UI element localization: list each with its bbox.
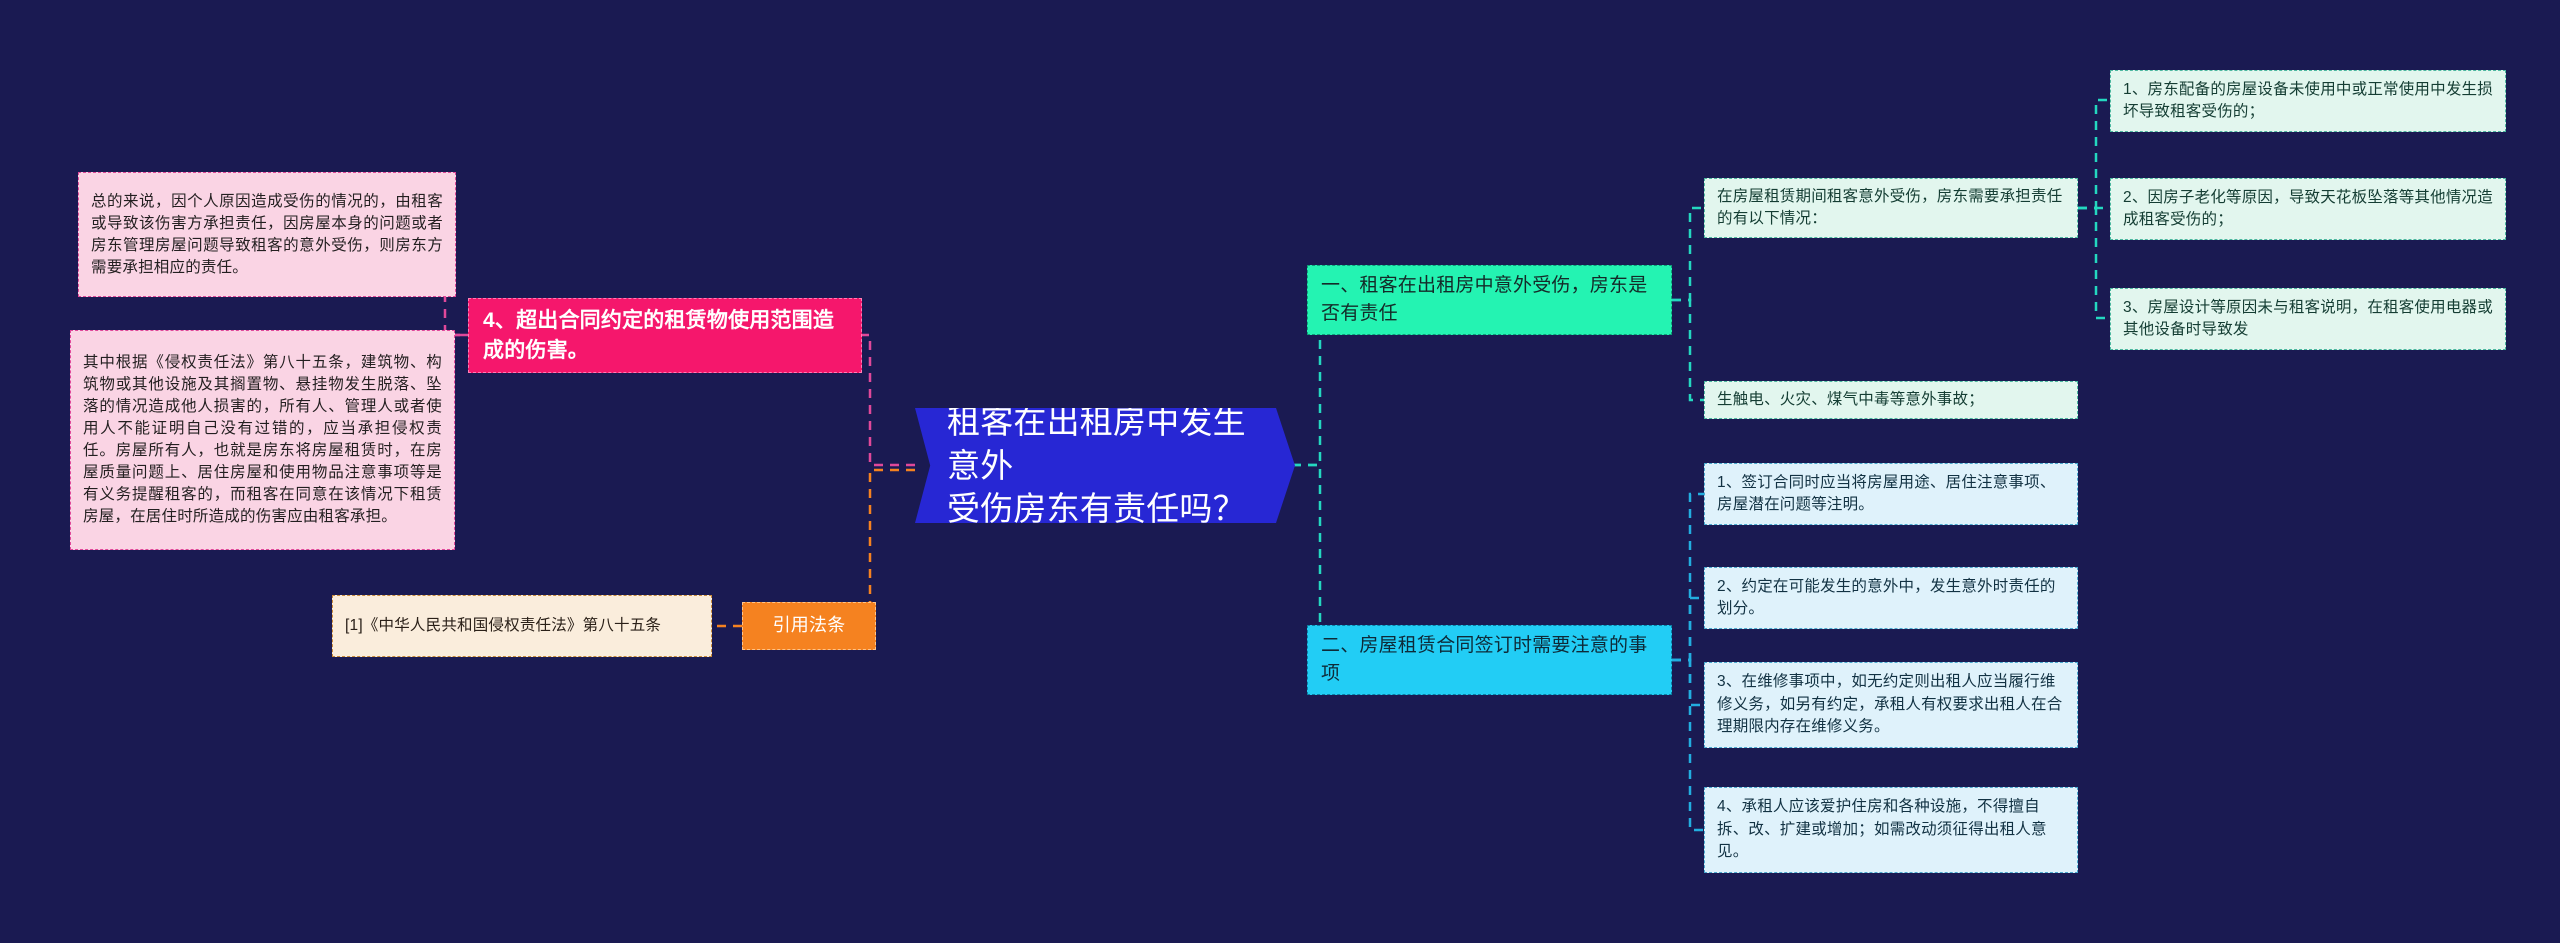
citation-text-node[interactable]: [1]《中华人民共和国侵权责任法》第八十五条 — [332, 595, 712, 657]
link-section2-children — [1672, 492, 1704, 832]
citation-label-text: 引用法条 — [772, 615, 846, 636]
section-1-label: 一、租客在出租房中意外受伤，房东是否有责任 — [1321, 275, 1648, 324]
link-root-to-citation — [868, 468, 915, 628]
sec2-item-1-label: 1、签订合同时应当将房屋用途、居住注意事项、房屋潜在问题等注明。 — [1717, 473, 2056, 513]
sec1-intro-1-node[interactable]: 1、房东配备的房屋设备未使用中或正常使用中发生损坏导致租客受伤的； — [2110, 70, 2506, 132]
sec2-item-3-node[interactable]: 3、在维修事项中，如无约定则出租人应当履行维修义务，如另有约定，承租人有权要求出… — [1704, 662, 2078, 748]
sec1-intro-2-label: 2、因房子老化等原因，导致天花板坠落等其他情况造成租客受伤的； — [2123, 188, 2493, 228]
sec1-intro-node[interactable]: 在房屋租赁期间租客意外受伤，房东需要承担责任的有以下情况： — [1704, 178, 2078, 238]
sec2-item-4-label: 4、承租人应该爱护住房和各种设施，不得擅自拆、改、扩建或增加；如需改动须征得出租… — [1717, 798, 2047, 861]
citation-text-label: [1]《中华人民共和国侵权责任法》第八十五条 — [345, 617, 662, 634]
sec1-accident-label: 生触电、火灾、煤气中毒等意外事故； — [1717, 390, 1984, 408]
sec1-intro-label: 在房屋租赁期间租客意外受伤，房东需要承担责任的有以下情况： — [1717, 187, 2063, 227]
left-summary-node[interactable]: 总的来说，因个人原因造成受伤的情况的，由租客或导致该伤害方承担责任，因房屋本身的… — [78, 172, 456, 297]
sec2-item-2-label: 2、约定在可能发生的意外中，发生意外时责任的划分。 — [1717, 577, 2056, 617]
citation-label-node[interactable]: 引用法条 — [742, 602, 876, 650]
sec2-item-3-label: 3、在维修事项中，如无约定则出租人应当履行维修义务，如另有约定，承租人有权要求出… — [1717, 673, 2063, 736]
link-sec1-intro-children — [2078, 98, 2110, 320]
sec2-item-4-node[interactable]: 4、承租人应该爱护住房和各种设施，不得擅自拆、改、扩建或增加；如需改动须征得出租… — [1704, 787, 2078, 873]
left-item-4-label: 4、超出合同约定的租赁物使用范围造成的伤害。 — [483, 309, 835, 362]
sec1-intro-2-node[interactable]: 2、因房子老化等原因，导致天花板坠落等其他情况造成租客受伤的； — [2110, 178, 2506, 240]
section-2-label: 二、房屋租赁合同签订时需要注意的事项 — [1321, 635, 1648, 684]
sec1-intro-3-node[interactable]: 3、房屋设计等原因未与租客说明，在租客使用电器或其他设备时导致发 — [2110, 288, 2506, 350]
left-law-detail-node[interactable]: 其中根据《侵权责任法》第八十五条，建筑物、构筑物或其他设施及其搁置物、悬挂物发生… — [70, 330, 455, 550]
sec1-intro-1-label: 1、房东配备的房屋设备未使用中或正常使用中发生损坏导致租客受伤的； — [2123, 80, 2493, 120]
link-root-to-right — [1292, 298, 1330, 662]
sec2-item-2-node[interactable]: 2、约定在可能发生的意外中，发生意外时责任的划分。 — [1704, 567, 2078, 629]
left-item-4-node[interactable]: 4、超出合同约定的租赁物使用范围造成的伤害。 — [468, 298, 862, 373]
sec1-intro-3-label: 3、房屋设计等原因未与租客说明，在租客使用电器或其他设备时导致发 — [2123, 298, 2493, 338]
section-1-node[interactable]: 一、租客在出租房中意外受伤，房东是否有责任 — [1307, 265, 1672, 335]
sec2-item-1-node[interactable]: 1、签订合同时应当将房屋用途、居住注意事项、房屋潜在问题等注明。 — [1704, 463, 2078, 525]
sec1-accident-node[interactable]: 生触电、火灾、煤气中毒等意外事故； — [1704, 381, 2078, 419]
root-node[interactable]: 租客在出租房中发生意外 受伤房东有责任吗？ — [915, 408, 1295, 523]
section-2-node[interactable]: 二、房屋租赁合同签订时需要注意的事项 — [1307, 625, 1672, 695]
left-law-detail-label: 其中根据《侵权责任法》第八十五条，建筑物、构筑物或其他设施及其搁置物、悬挂物发生… — [83, 354, 442, 525]
link-section1-children — [1672, 206, 1704, 402]
link-root-to-left — [862, 333, 915, 467]
left-summary-label: 总的来说，因个人原因造成受伤的情况的，由租客或导致该伤害方承担责任，因房屋本身的… — [91, 192, 443, 276]
root-node-label: 租客在出租房中发生意外 受伤房东有责任吗？ — [947, 403, 1246, 528]
